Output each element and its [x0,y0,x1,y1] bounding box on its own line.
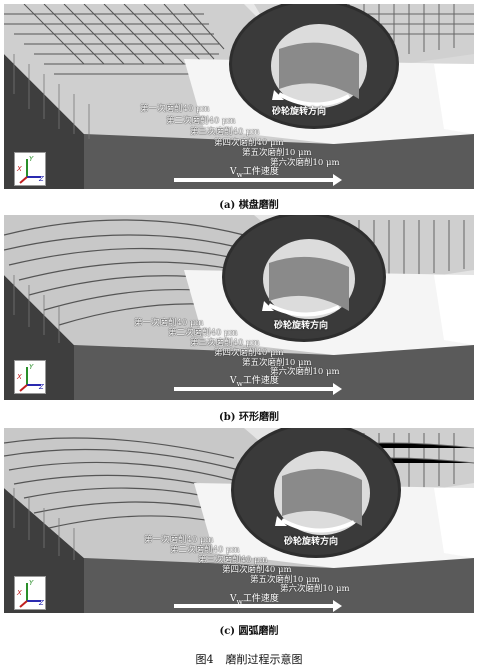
axis-triad: Y X Z [14,576,46,610]
pass-label-4: 第四次磨削40 μm [222,565,292,575]
caption-b: (b) 环形磨削 [219,412,279,423]
pass-label-1: 第一次磨削40 μm [134,318,204,328]
speed-label: Vw工件速度 [230,594,279,606]
axis-x-label: X [17,589,22,597]
panel-b-illustration [4,215,474,400]
caption-c: (c) 圆弧磨削 [219,626,279,637]
pass-label-6: 第六次磨削10 μm [270,367,340,377]
pass-label-6: 第六次磨削10 μm [280,584,350,594]
wheel-direction-label: 砂轮旋转方向 [284,537,339,547]
pass-label-1: 第一次磨削40 μm [144,535,214,545]
figure-title: 图4 磨削过程示意图 [0,651,498,667]
pass-label-3: 第三次磨削40 μm [198,555,268,565]
speed-label: Vw工件速度 [230,167,279,179]
axis-y-label: Y [29,579,34,587]
pass-label-4: 第四次磨削40 μm [214,138,284,148]
pass-label-1: 第一次磨削40 μm [140,104,210,114]
pass-label-3: 第三次磨削40 μm [190,127,260,137]
wheel-direction-label: 砂轮旋转方向 [274,321,329,331]
speed-arrow [174,600,342,612]
pass-label-5: 第五次磨削10 μm [250,575,320,585]
axis-z-label: Z [39,383,44,391]
figure-number: 图4 [195,653,214,666]
figure-caption-text: 磨削过程示意图 [225,653,303,666]
pass-label-2: 第二次磨削40 μm [166,116,236,126]
axis-triad: Y X Z [14,152,46,186]
panel-a-illustration [4,4,474,189]
speed-arrow [174,383,342,395]
axis-z-label: Z [39,599,44,607]
axis-triad: Y X Z [14,360,46,394]
pass-label-6: 第六次磨削10 μm [270,158,340,168]
axis-x-label: X [17,373,22,381]
speed-arrow [174,174,342,186]
axis-x-label: X [17,165,22,173]
speed-label: Vw工件速度 [230,376,279,388]
axis-z-label: Z [39,175,44,183]
wheel-direction-label: 砂轮旋转方向 [272,107,327,117]
pass-label-4: 第四次磨削40 μm [214,348,284,358]
pass-label-2: 第二次磨削40 μm [168,328,238,338]
pass-label-5: 第五次磨削10 μm [242,358,312,368]
panel-c-arc-grinding: 第一次磨削40 μm 第二次磨削40 μm 第三次磨削40 μm 第四次磨削40… [4,428,474,613]
pass-label-5: 第五次磨削10 μm [242,148,312,158]
panel-a-chessboard-grinding: 第一次磨削40 μm 第二次磨削40 μm 第三次磨削40 μm 第四次磨削40… [4,4,474,189]
axis-y-label: Y [29,155,34,163]
panel-b-ring-grinding: 第一次磨削40 μm 第二次磨削40 μm 第三次磨削40 μm 第四次磨削40… [4,215,474,400]
pass-label-2: 第二次磨削40 μm [170,545,240,555]
panel-c-illustration [4,428,474,613]
pass-label-3: 第三次磨削40 μm [190,338,260,348]
caption-a: (a) 棋盘磨削 [219,200,279,211]
axis-y-label: Y [29,363,34,371]
